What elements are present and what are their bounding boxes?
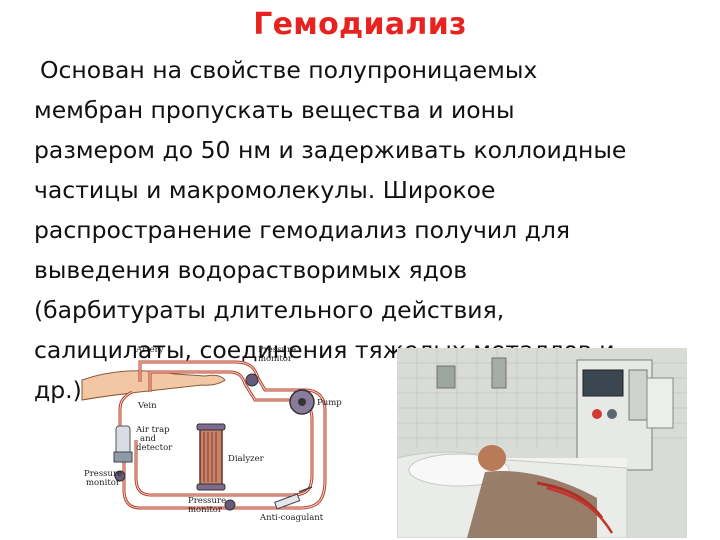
dialyzer-icon bbox=[199, 427, 223, 487]
label-air-trap-2: and bbox=[140, 434, 157, 444]
body-line-5: распространение гемодиализ получил для bbox=[34, 216, 571, 244]
pressure-monitor-left-icon bbox=[114, 470, 126, 482]
label-air-trap-3: detector bbox=[136, 443, 173, 453]
blood-line bbox=[546, 486, 614, 534]
label-vein: Vein bbox=[137, 401, 157, 411]
label-pressure-monitor-bottom-1: Pressure bbox=[188, 496, 226, 506]
hemodialysis-circuit-diagram: Artery Vein Pressure monitor Pump Air tr… bbox=[81, 345, 342, 523]
body-line-9: др.) bbox=[34, 376, 82, 404]
pressure-monitor-top-icon bbox=[245, 373, 259, 387]
body-line-3: размером до 50 нм и задерживать коллоидн… bbox=[34, 136, 627, 164]
iv-bag bbox=[646, 377, 674, 429]
arm-illustration bbox=[81, 370, 226, 401]
body-line-1: Основан на свойстве полупроницаемых bbox=[40, 56, 538, 84]
label-pressure-monitor-top-1: Pressure bbox=[258, 345, 296, 355]
hemodialysis-photo bbox=[397, 348, 687, 538]
label-pump: Pump bbox=[317, 398, 342, 408]
pump-hub-icon bbox=[298, 398, 306, 406]
label-dialyzer: Dialyzer bbox=[228, 454, 265, 464]
body-line-6: выведения водорастворимых ядов bbox=[34, 256, 468, 284]
label-pressure-monitor-left-2: monitor bbox=[86, 478, 121, 488]
label-anticoagulant: Anti-coagulant bbox=[259, 513, 324, 523]
patient-head bbox=[478, 445, 506, 471]
label-pressure-monitor-left-1: Pressure bbox=[84, 469, 122, 479]
wall-fixture bbox=[491, 357, 507, 389]
slide-title: Гемодиализ bbox=[253, 7, 467, 42]
wall-fixture bbox=[436, 365, 456, 389]
body-line-4: частицы и макромолекулы. Широкое bbox=[34, 176, 496, 204]
label-air-trap-1: Air trap bbox=[135, 425, 170, 435]
label-artery: Artery bbox=[135, 345, 164, 355]
patient-body bbox=[467, 471, 597, 538]
label-pressure-monitor-top-2: monitor bbox=[258, 354, 293, 364]
anticoagulant-syringe-icon bbox=[274, 486, 313, 510]
label-pressure-monitor-bottom-2: monitor bbox=[188, 505, 223, 515]
body-line-2: мембран пропускать вещества и ионы bbox=[34, 96, 515, 124]
body-line-7: (барбитураты длительного действия, bbox=[34, 296, 505, 324]
blood-tubing-inner-highlight bbox=[135, 371, 313, 496]
machine-screen bbox=[582, 369, 624, 397]
machine-indicator bbox=[592, 409, 602, 419]
air-detector-icon bbox=[113, 451, 133, 463]
pressure-monitor-bottom-icon bbox=[224, 499, 236, 511]
